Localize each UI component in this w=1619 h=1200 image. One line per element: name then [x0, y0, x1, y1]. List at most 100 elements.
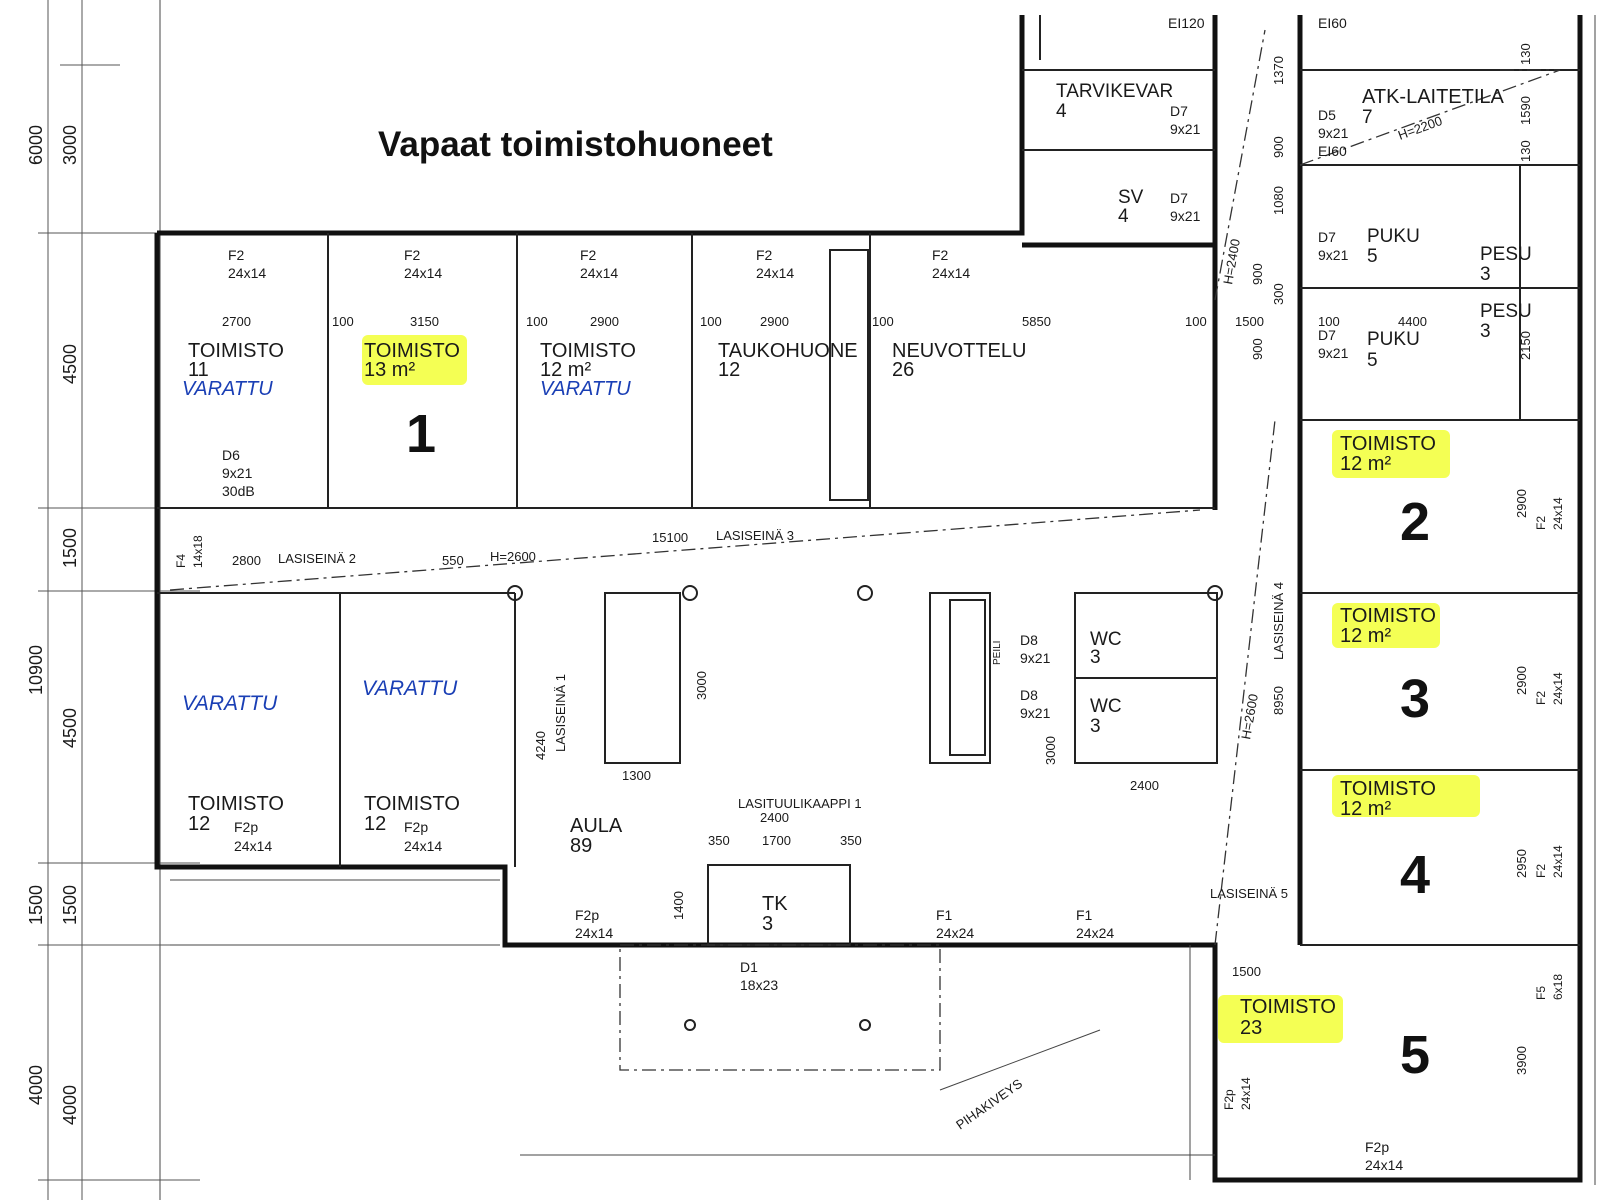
room-right5-name: TOIMISTO	[1240, 996, 1336, 1018]
door-d6: D6	[222, 447, 240, 463]
dim-2950: 2950	[1514, 849, 1529, 878]
win-f2-right-3: F2	[1534, 691, 1548, 705]
office-number-4: 4	[1400, 845, 1430, 905]
win-f2p-1: F2p	[234, 819, 258, 835]
dim-100-c: 100	[700, 314, 722, 329]
dim-3150: 3150	[410, 314, 439, 329]
room-toim12b-name: TOIMISTO	[188, 793, 284, 815]
win-f2-4: F2	[756, 247, 773, 263]
left-dim-4000-a: 4000	[26, 1065, 46, 1105]
room-tauko-name: TAUKOHUONE	[718, 340, 858, 362]
lasiseina-5-label: LASISEINÄ 5	[1210, 886, 1288, 901]
dim-130-a: 130	[1518, 43, 1533, 65]
dim-350-a: 350	[708, 833, 730, 848]
win-f2p-3: F2p	[575, 907, 599, 923]
room-toim11-name: TOIMISTO	[188, 340, 284, 362]
room-right2-name: TOIMISTO	[1340, 433, 1436, 455]
office-number-2: 2	[1400, 492, 1430, 552]
big-numbers: 1 2 3 4 5	[406, 404, 1430, 1085]
h2600-label-b: H=2600	[1238, 693, 1261, 741]
room-toim12c-num: 12	[364, 813, 386, 835]
dim-4240: 4240	[533, 731, 548, 760]
lasiseina-1-label: LASISEINÄ 1	[553, 674, 568, 752]
room-puku2-name: PUKU	[1367, 329, 1420, 350]
dim-1500-b: 1500	[1232, 964, 1261, 979]
reserved-note-12a: VARATTU	[540, 378, 631, 400]
dim-1300: 1300	[622, 768, 651, 783]
win-f2p-1-size: 24x14	[234, 838, 272, 854]
room-right5-num: 23	[1240, 1017, 1262, 1039]
win-f2p-3-size: 24x14	[575, 925, 613, 941]
dim-100-b: 100	[526, 314, 548, 329]
lasiseina-3-label: LASISEINÄ 3	[716, 528, 794, 543]
room-puku1-name: PUKU	[1367, 226, 1420, 247]
door-d7-b-size: 9x21	[1170, 208, 1201, 224]
left-dim-3000: 3000	[60, 125, 80, 165]
win-f1-2-size: 24x24	[1076, 925, 1114, 941]
dim-350-b: 350	[840, 833, 862, 848]
win-f2-3: F2	[580, 247, 597, 263]
dimension-numbers: 2700 100 3150 100 2900 100 2900 100 5850…	[26, 43, 1533, 1125]
door-d8-a-size: 9x21	[1020, 650, 1051, 666]
left-dim-1500-a: 1500	[60, 528, 80, 568]
win-f5-size: 6x18	[1551, 974, 1565, 1000]
win-f2p-4: F2p	[1365, 1139, 1389, 1155]
room-right4-name: TOIMISTO	[1340, 778, 1436, 800]
dim-1370: 1370	[1271, 56, 1286, 85]
room-tauko-num: 12	[718, 359, 740, 381]
room-tarvikevar-num: 4	[1056, 101, 1067, 122]
win-f2-2: F2	[404, 247, 421, 263]
room-toim11-num: 11	[188, 359, 209, 381]
dim-4400: 4400	[1398, 314, 1427, 329]
door-d7-a: D7	[1170, 103, 1188, 119]
dim-550: 550	[442, 553, 464, 568]
dim-2900-b: 2900	[760, 314, 789, 329]
dim-15100: 15100	[652, 530, 688, 545]
dim-300: 300	[1271, 283, 1286, 305]
left-dim-10900: 10900	[26, 645, 46, 695]
win-f2-1: F2	[228, 247, 245, 263]
office-number-3: 3	[1400, 669, 1430, 729]
left-dim-1500-c: 1500	[60, 885, 80, 925]
win-f2p-right-5: F2p	[1222, 1089, 1236, 1110]
page-title: Vapaat toimistohuoneet	[378, 125, 773, 164]
win-f2-right-4-size: 24x14	[1551, 845, 1565, 878]
dim-1590: 1590	[1518, 96, 1533, 125]
lasituulikaappi-label: LASITUULIKAAPPI 1	[738, 796, 862, 811]
dim-3000-a: 3000	[694, 671, 709, 700]
dim-900-c: 900	[1250, 338, 1265, 360]
door-labels: D6 9x21 30dB D7 9x21 D7 9x21 D5 9x21 EI6…	[222, 15, 1349, 993]
door-d7-b: D7	[1170, 190, 1188, 206]
win-f1-1-size: 24x24	[936, 925, 974, 941]
door-d7-c: D7	[1318, 229, 1336, 245]
door-d1-size: 18x23	[740, 977, 778, 993]
highlights	[362, 335, 1480, 1043]
win-f2-5: F2	[932, 247, 949, 263]
door-ei60: EI60	[1318, 15, 1347, 31]
win-f2p-2: F2p	[404, 819, 428, 835]
room-right3-num: 12 m²	[1340, 625, 1391, 647]
room-wc2-num: 3	[1090, 716, 1101, 737]
reserved-note-12c: VARATTU	[362, 677, 458, 700]
win-f2-3-size: 24x14	[580, 265, 618, 281]
win-f2p-2-size: 24x14	[404, 838, 442, 854]
left-dim-4000-b: 4000	[60, 1085, 80, 1125]
room-right4-num: 12 m²	[1340, 798, 1391, 820]
dim-8950: 8950	[1271, 686, 1286, 715]
office-number-1: 1	[406, 404, 436, 464]
room-sv-num: 4	[1118, 206, 1129, 227]
win-f5-label: F5	[1534, 986, 1548, 1000]
door-d8-b: D8	[1020, 687, 1038, 703]
door-d7-a-size: 9x21	[1170, 121, 1201, 137]
room-pesu1-name: PESU	[1480, 244, 1532, 265]
dim-2900-a: 2900	[590, 314, 619, 329]
door-d6-size: 9x21	[222, 465, 253, 481]
room-neuv-name: NEUVOTTELU	[892, 340, 1026, 362]
door-d7-d-size: 9x21	[1318, 345, 1349, 361]
door-d7-c-size: 9x21	[1318, 247, 1349, 263]
room-labels: TARVIKEVAR 4 SV 4 ATK-LAITETILA 7 PUKU 5…	[188, 81, 1532, 1039]
window-labels: F2 24x14 F2 24x14 F2 24x14 F2 24x14 F2 2…	[228, 247, 1403, 1173]
dim-100-d: 100	[872, 314, 894, 329]
wall-annotations: LASISEINÄ 2 LASISEINÄ 3 LASISEINÄ 5 LASI…	[174, 113, 1565, 1132]
